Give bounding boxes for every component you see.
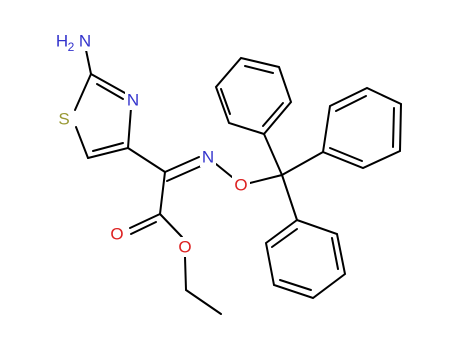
oxime-o-label: O [234, 176, 247, 195]
bond-ccarbonyl-oester [159, 213, 183, 238]
oxime-o-label-bg [232, 175, 250, 195]
thiazole-n-label-bg [125, 90, 141, 110]
phenyl-bottom-inner-1 [271, 228, 298, 248]
bond-calpha-noxime [164, 156, 200, 173]
ester-o-label: O [178, 238, 191, 257]
bond-ccarbonyl-ocarbonyl [129, 213, 161, 229]
thiazole-s-label: S [58, 110, 69, 129]
bond-c2-s1 [74, 73, 92, 111]
atom-label-layer: H 2 N S N N O O O [56, 32, 248, 257]
bond-c5-c4-inner [92, 142, 124, 152]
phenyl-bottom-inner-2 [279, 279, 312, 291]
bond-s1-c5 [75, 126, 89, 159]
bond-ch2-ch3 [185, 289, 222, 315]
amino-label-bg [54, 31, 98, 51]
thiazole-n-label: N [127, 91, 139, 110]
phenyl-top-inner-3 [262, 102, 284, 127]
bond-ctrityl-ph1 [263, 133, 283, 176]
oxime-n-label: N [202, 148, 214, 167]
phenyl-ring-bottom [264, 218, 347, 300]
phenyl-ring-top [214, 56, 293, 136]
carbonyl-o-label-bg [108, 224, 126, 244]
bond-c4-calpha [127, 147, 166, 173]
bond-c2-amino [85, 49, 92, 75]
bond-ccarbonyl-ocarbonyl-inner [130, 221, 157, 235]
bond-c5-c4 [87, 147, 129, 159]
phenyl-ring-right [321, 86, 403, 170]
carbonyl-o-label: O [110, 225, 123, 244]
bond-noxime-ooxime [215, 163, 233, 178]
bond-c4-n3 [127, 107, 132, 149]
sulfur-label-bg [56, 108, 72, 130]
bond-ctrityl-ph3 [281, 174, 298, 221]
bond-calpha-noxime-inner [166, 165, 202, 182]
label-backgrounds [54, 31, 250, 257]
phenyl-bottom-inner-3 [331, 237, 339, 270]
phenyl-top-inner-2 [244, 65, 274, 74]
phenyl-right-inner-1 [335, 95, 367, 112]
bond-calpha-ccarbonyl [159, 171, 166, 215]
bond-c2-n3 [90, 73, 126, 94]
phenyl-top-inner-1 [220, 88, 231, 115]
bond-c2-n3-inner [96, 83, 124, 100]
amino-h-label: H [56, 32, 68, 51]
bond-ooxime-ctrityl [249, 174, 283, 184]
bond-oester-ch2 [184, 256, 187, 291]
amino-h-count: 2 [68, 40, 75, 54]
amino-n-label: N [79, 32, 91, 51]
phenyl-right-inner-2 [392, 107, 395, 148]
bond-ctrityl-ph2 [281, 151, 324, 176]
ester-o-label-bg [176, 237, 194, 257]
bond-layer [74, 49, 403, 315]
phenyl-right-inner-3 [329, 147, 363, 162]
oxime-n-label-bg [200, 147, 216, 167]
